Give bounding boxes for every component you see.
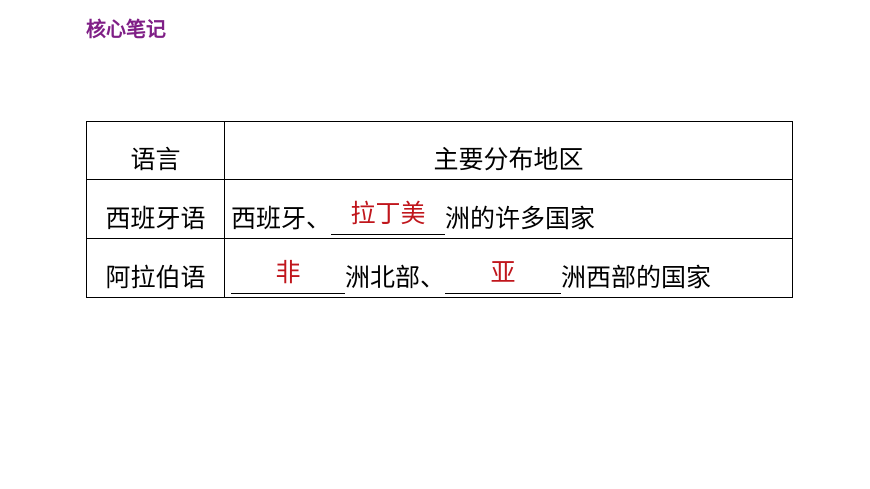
region-text-suffix: 洲西部的国家 (561, 263, 712, 292)
table-row: 阿拉伯语 非 洲北部、 亚 洲西部的国家 (86, 238, 793, 298)
fill-in-blank: 非 (231, 258, 345, 294)
fill-in-blank: 拉丁美 (331, 199, 446, 235)
language-cell: 西班牙语 (86, 179, 225, 239)
blank-answer: 非 (275, 258, 301, 287)
blank-answer: 亚 (490, 258, 516, 287)
region-text-prefix: 西班牙、 (231, 204, 332, 233)
header-region: 主要分布地区 (224, 121, 793, 180)
region-cell: 非 洲北部、 亚 洲西部的国家 (224, 238, 793, 298)
fill-in-blank: 亚 (445, 258, 562, 294)
table-header-row: 语言 主要分布地区 (86, 121, 793, 180)
table-row: 西班牙语 西班牙、拉丁美洲的许多国家 (86, 179, 793, 239)
region-cell: 西班牙、拉丁美洲的许多国家 (224, 179, 793, 239)
language-cell: 阿拉伯语 (86, 238, 225, 298)
blank-answer: 拉丁美 (350, 199, 426, 228)
region-text-suffix: 洲的许多国家 (445, 204, 596, 233)
region-text-middle: 洲北部、 (345, 263, 446, 292)
language-distribution-table: 语言 主要分布地区 西班牙语 西班牙、拉丁美洲的许多国家 阿拉伯语 非 洲北部、 亚… (86, 121, 793, 298)
header-language: 语言 (86, 121, 225, 180)
section-header: 核心笔记 (86, 17, 166, 41)
